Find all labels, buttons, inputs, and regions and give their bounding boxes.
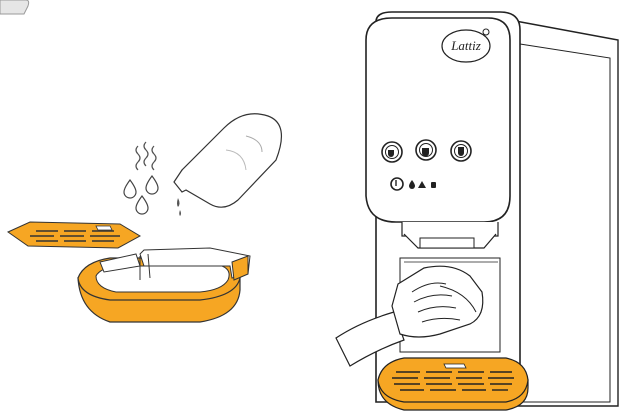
drip-tray-installed bbox=[378, 358, 528, 410]
brand-logo-text: Lattiz bbox=[450, 38, 481, 53]
coffee-machine: Lattiz bbox=[336, 12, 618, 410]
milk-coffee-icon bbox=[422, 148, 429, 157]
lock-icon bbox=[431, 182, 436, 188]
steam-icon bbox=[136, 142, 156, 170]
water-drops-icon bbox=[124, 176, 158, 214]
coffee-cup-icon bbox=[388, 150, 394, 157]
button-coffee[interactable] bbox=[382, 142, 402, 162]
button-large-cup[interactable] bbox=[451, 141, 471, 161]
large-cup-icon bbox=[458, 147, 464, 156]
brand-logo: Lattiz bbox=[442, 29, 490, 62]
corner-tab bbox=[0, 0, 29, 14]
drip-tray-loose bbox=[78, 248, 250, 322]
bottle-dripping-icon bbox=[174, 114, 281, 216]
power-button[interactable] bbox=[391, 178, 403, 190]
brew-head bbox=[402, 222, 498, 248]
drip-grid-loose bbox=[8, 222, 140, 248]
button-milk-coffee[interactable] bbox=[416, 140, 436, 160]
